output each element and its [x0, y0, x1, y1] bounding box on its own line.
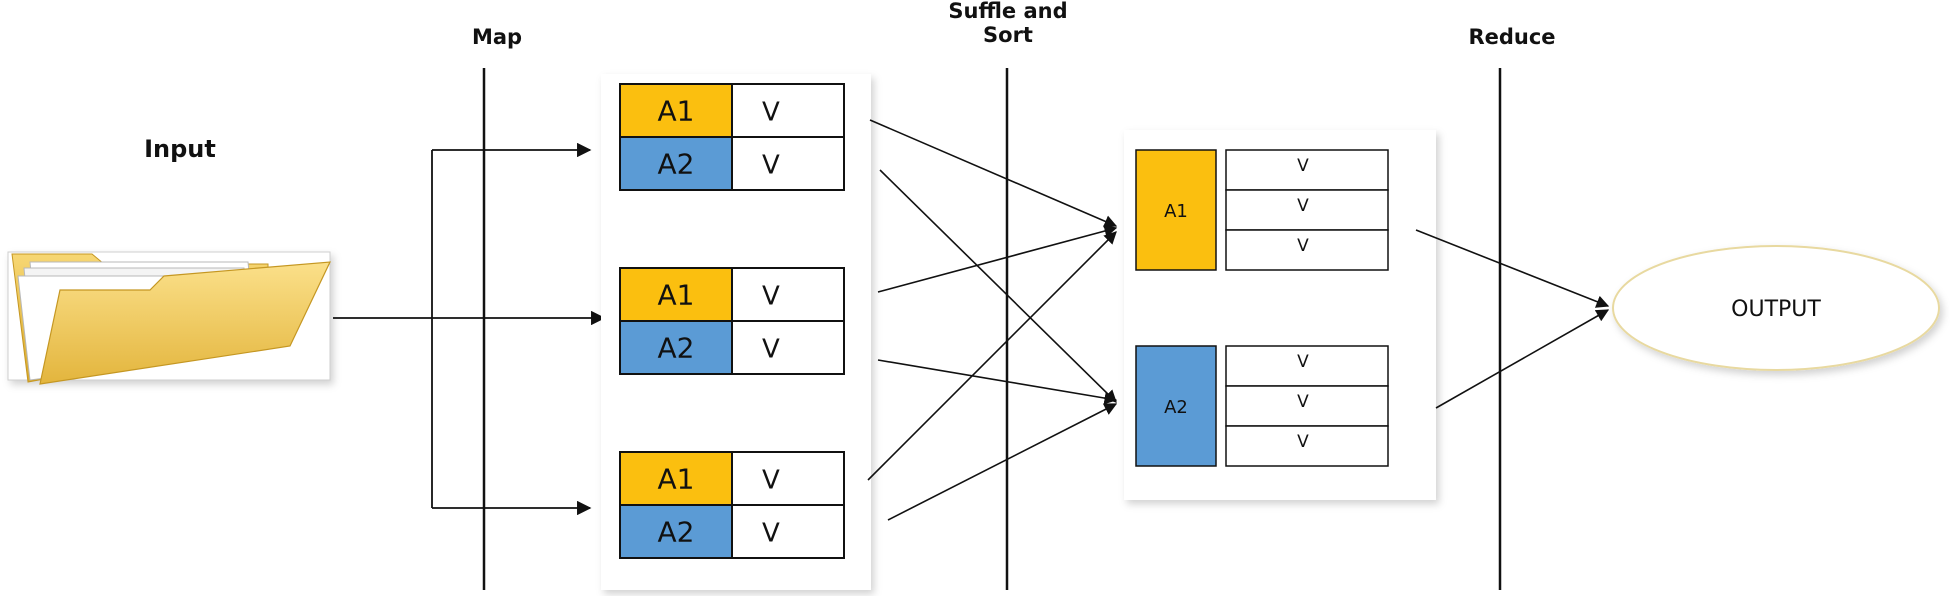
group-value-label: V: [1297, 196, 1309, 216]
group-value-cell: [1225, 149, 1389, 191]
group-key-cell: [1135, 345, 1217, 467]
group-value-label: V: [1297, 352, 1309, 372]
input-connectors: [333, 142, 606, 516]
group-value-label: V: [1297, 156, 1309, 176]
value-cell: [731, 267, 845, 322]
key-label: A2: [658, 332, 695, 365]
value-cell: [731, 451, 845, 506]
key-cell: [619, 451, 733, 506]
output-ellipse: [1612, 245, 1940, 371]
reduce-label: Reduce: [1468, 25, 1555, 49]
map-label: Map: [472, 25, 522, 49]
shuffle-arrows: [867, 119, 1118, 521]
key-label: A1: [658, 279, 695, 312]
group-value-label: V: [1297, 392, 1309, 412]
group-value-cell: [1225, 425, 1389, 467]
value-label: V: [762, 466, 780, 496]
group-value-cell: [1225, 229, 1389, 271]
group-value-label: V: [1297, 432, 1309, 452]
key-cell: [619, 136, 733, 191]
value-label: V: [762, 98, 780, 128]
group-value-label: V: [1297, 236, 1309, 256]
key-cell: [619, 320, 733, 375]
value-label: V: [762, 151, 780, 181]
value-cell: [731, 320, 845, 375]
value-cell: [731, 504, 845, 559]
value-label: V: [762, 335, 780, 365]
value-label: V: [762, 519, 780, 549]
folder-icon: [7, 251, 331, 385]
shuffle-sort-label-line1: Suffle and: [948, 0, 1067, 23]
output-label: OUTPUT: [1731, 297, 1821, 322]
value-cell: [731, 136, 845, 191]
group-key-label: A1: [1164, 201, 1188, 222]
key-label: A1: [658, 463, 695, 496]
key-label: A2: [658, 148, 695, 181]
key-label: A1: [658, 95, 695, 128]
value-cell: [731, 83, 845, 138]
group-key-cell: [1135, 149, 1217, 271]
key-label: A2: [658, 516, 695, 549]
shuffle-sort-label-line2: Sort: [983, 23, 1033, 47]
group-value-cell: [1225, 345, 1389, 387]
input-label: Input: [144, 135, 216, 163]
key-cell: [619, 504, 733, 559]
group-key-label: A2: [1164, 397, 1188, 418]
value-label: V: [762, 282, 780, 312]
reduce-arrows: [1415, 229, 1610, 409]
group-value-cell: [1225, 189, 1389, 231]
